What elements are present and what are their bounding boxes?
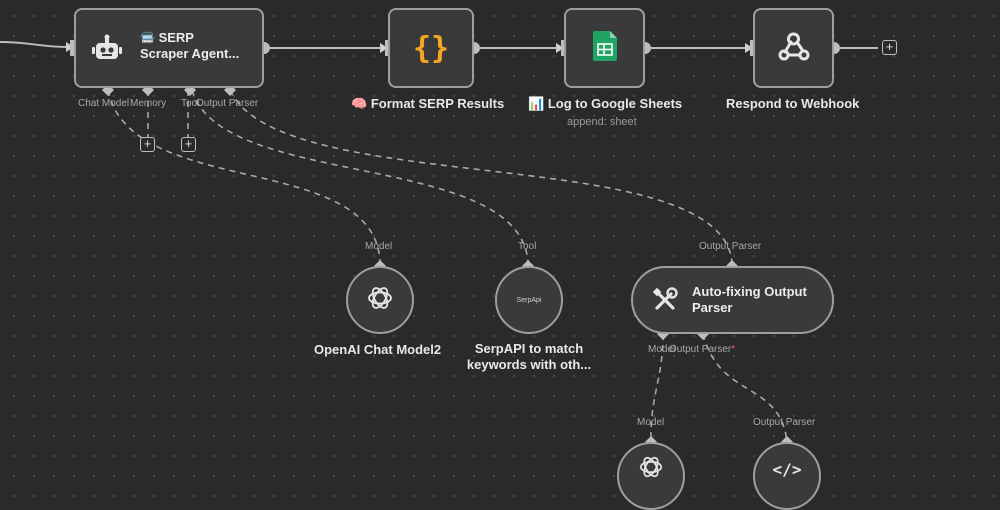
port-label-tool: Tool [181,98,200,109]
serpapi-tool-node[interactable]: SerpApi [495,266,563,334]
port-label-output-parser: Output Parser [196,98,259,109]
link-chat-model [107,89,381,263]
format-serp-results-label: 🧠 Format SERP Results [351,96,504,112]
brain-emoji: 🧠 [351,96,368,111]
serp-scraper-agent-node[interactable]: 🚍 SERP Scraper Agent... [74,8,264,88]
add-memory-button[interactable]: + [140,137,155,152]
curly-braces-icon: {} [412,30,450,66]
required-star: * [731,344,736,355]
openai-chat-model2-node[interactable] [346,266,414,334]
arrow-head [556,43,564,53]
serpapi-port-label: Tool [518,241,537,252]
webhook-input-handle[interactable] [750,40,755,56]
openai-chat-model2-label: OpenAI Chat Model2 [314,342,442,357]
bus-emoji: 🚍 [140,31,155,45]
respond-to-webhook-node[interactable] [753,8,834,88]
autofix-port-label: Output Parser [699,241,762,252]
agent-title: 🚍 SERP Scraper Agent... [140,30,239,62]
port-label-memory: Memory [130,98,167,109]
bottom-output-parser-node[interactable]: </> [753,442,821,510]
autofix-label-line1: Auto-fixing Output [692,284,807,299]
port-label-chat-model: Chat Model [78,98,130,109]
agent-title-line2: Scraper Agent... [140,46,240,61]
arrow-head [380,43,388,53]
bottom-model-port-label: Model [637,417,665,428]
link-output-parser [229,89,733,263]
arrow-head [745,43,753,53]
openai-port-label: Model [365,241,393,252]
autofix-label-line2: Parser [692,300,733,315]
serpapi-label-line2: keywords with oth... [466,357,592,372]
chart-emoji: 📊 [528,96,545,111]
format-input-handle[interactable] [385,40,390,56]
format-serp-results-node[interactable]: {} [388,8,474,88]
autofix-parser-port-label: Output Parser* [669,344,735,355]
link-autofix-model [650,333,664,443]
agent-title-line1: SERP [158,30,194,45]
google-sheets-icon [592,30,617,66]
autofix-model-port-label: Model [648,344,676,355]
sheets-label-text: Log to Google Sheets [547,96,683,111]
bottom-parser-port-label: Output Parser [753,417,816,428]
format-label-text: Format SERP Results [370,96,505,111]
agent-input-handle[interactable] [70,40,75,56]
log-to-google-sheets-node[interactable] [564,8,645,88]
log-to-google-sheets-label: 📊 Log to Google Sheets [528,96,682,112]
autofix-label: Auto-fixing Output Parser [692,284,807,316]
webhook-icon [777,30,811,67]
code-icon: </> [772,459,802,479]
robot-icon [92,34,122,69]
openai-icon [365,283,395,318]
sheets-input-handle[interactable] [561,40,566,56]
tools-icon [651,286,679,319]
auto-fixing-output-parser-node[interactable]: Auto-fixing Output Parser [631,266,834,334]
link-autofix-parser [702,333,788,443]
add-next-node-button[interactable]: + [882,40,897,55]
serpapi-label-line1: SerpAPI to match [474,341,584,356]
sheets-subtitle: append: sheet [567,116,637,128]
link-tool [191,89,529,263]
respond-to-webhook-label: Respond to Webhook [726,96,860,111]
autofix-parser-text: Output Parser [669,344,732,355]
serpapi-icon: SerpApi [516,296,542,304]
incoming-connection [0,41,69,48]
add-tool-button[interactable]: + [181,137,196,152]
bottom-openai-model-node[interactable] [617,442,685,510]
serpapi-tool-label: SerpAPI to match keywords with oth... [463,341,595,373]
openai-icon [637,453,665,486]
